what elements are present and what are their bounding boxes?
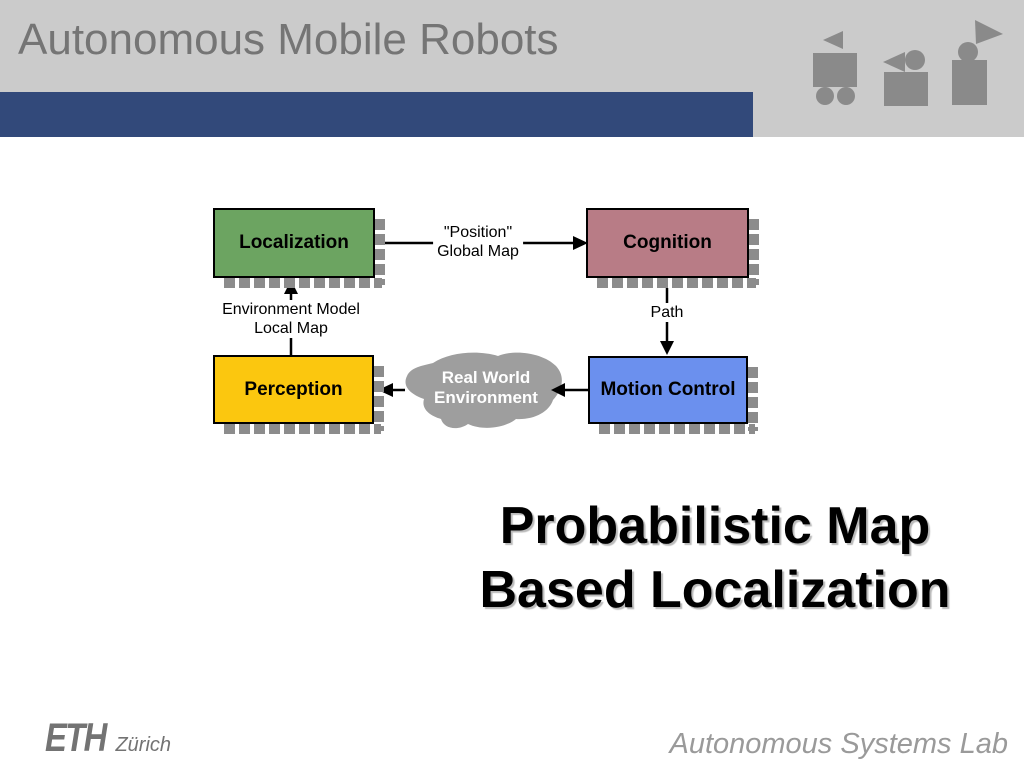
blob-label-line1: Real World [441,368,531,387]
label-environment-line1: Environment Model [222,301,360,318]
box-localization-label: Localization [239,232,349,253]
box-motion-control: Motion Control [588,356,758,434]
box-localization-shadow-bottom [224,278,382,288]
box-motion-shadow-bottom [599,424,755,434]
robot3-head [958,42,978,62]
box-cognition-label: Cognition [623,232,712,253]
eth-logo: ETH Zürich [45,716,171,761]
robot-icons-group [813,20,1003,106]
robot-humanoid-icon [952,20,1003,105]
label-position-global-map: "Position" Global Map [433,223,523,261]
blob-label-line2: Environment [434,388,538,407]
box-perception-label: Perception [244,378,343,400]
slide-main-title: Probabilistic Map Based Localization [390,494,1024,622]
box-motion-control-label: Motion Control [600,379,736,400]
robot-wheeled-icon [813,31,857,105]
robot1-wheel-right [837,87,855,105]
arrowhead-down-icon [660,341,674,355]
box-perception-shadow-bottom [224,424,381,434]
box-perception: Perception [213,355,384,434]
box-motion-shadow-right [748,367,758,431]
robot2-head [905,50,925,70]
robot1-wheel-left [816,87,834,105]
header-accent-bar [0,92,753,137]
real-world-environment-label: Real World Environment [406,368,566,408]
box-cognition: Cognition [586,208,759,288]
eth-logo-text: ETH [45,716,107,760]
robot-rover-icon [883,50,928,106]
label-position-line1: "Position" [443,224,513,241]
box-cognition-shadow-bottom [597,278,756,288]
robot1-body [813,53,857,87]
robot2-body [884,72,928,106]
label-environment-model: Environment Model Local Map [218,300,364,338]
label-environment-line2: Local Map [254,320,328,337]
main-title-line1: Probabilistic Map [499,497,931,555]
label-path: Path [646,303,688,322]
robot3-body [952,60,987,105]
box-localization-shadow-right [375,219,385,285]
box-localization: Localization [213,208,385,288]
autonomous-systems-lab-label: Autonomous Systems Lab [669,728,1008,760]
robot1-sensor-icon [823,31,843,49]
slide-header-title: Autonomous Mobile Robots [18,15,559,64]
box-cognition-shadow-right [749,219,759,285]
robot3-antenna-icon [975,20,1003,44]
main-title-line2: Based Localization [479,561,951,619]
eth-logo-sub: Zürich [115,734,172,756]
box-perception-shadow-right [374,366,384,431]
robot2-sensor-icon [883,52,905,72]
label-position-line2: Global Map [437,243,519,260]
